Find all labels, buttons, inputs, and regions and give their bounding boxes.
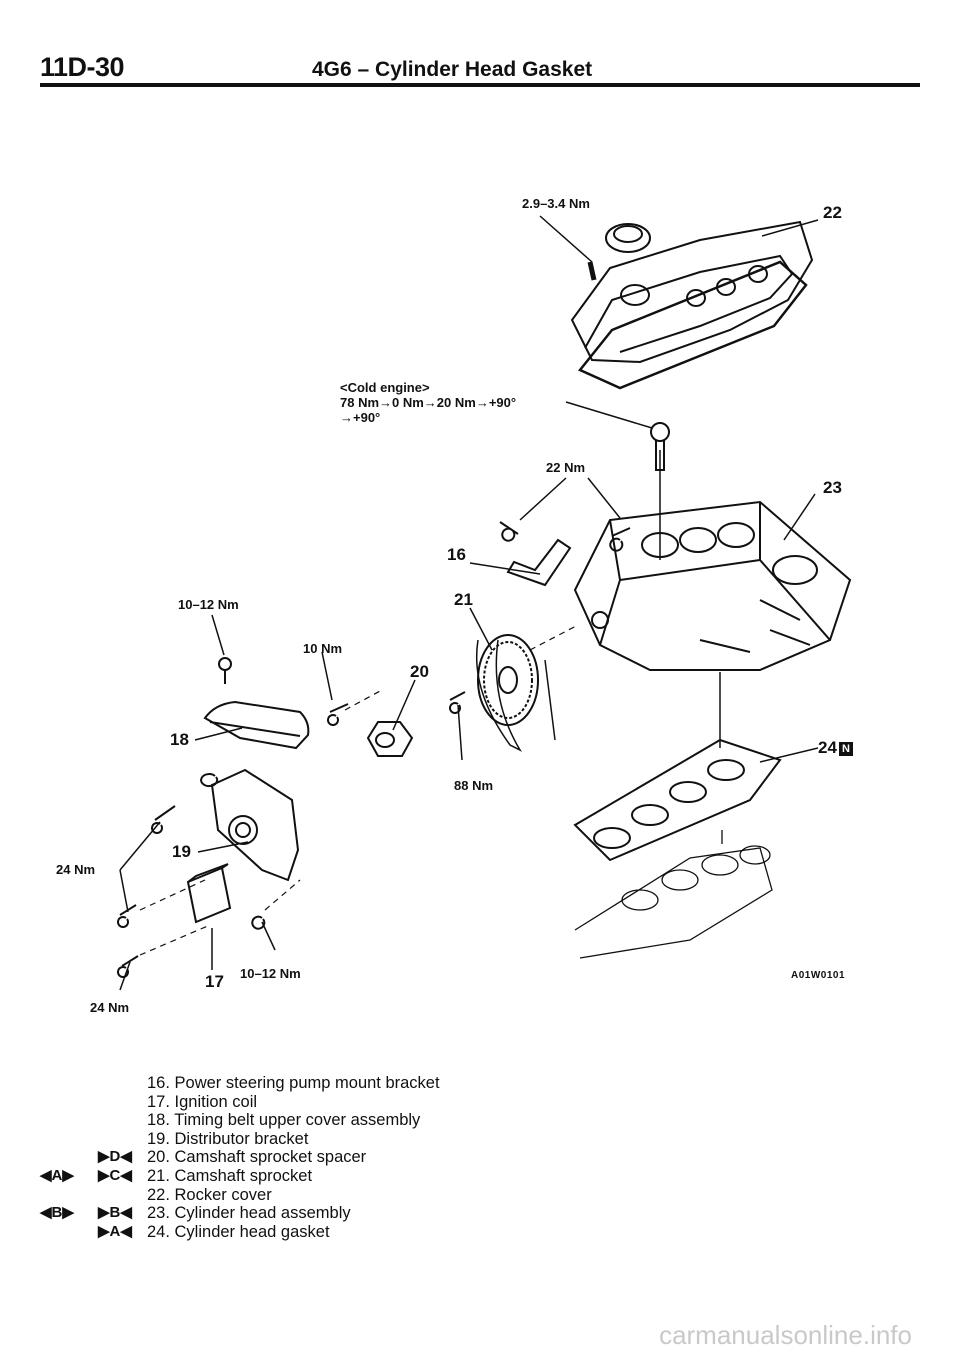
legend-text: 23. Cylinder head assembly — [147, 1204, 351, 1223]
spec-head-bolt-sequence: 78 Nm→0 Nm→20 Nm→+90° — [340, 395, 517, 410]
watermark: carmanualsonline.info — [659, 1320, 912, 1350]
legend-item: ▶A◀ 24. Cylinder head gasket — [40, 1223, 740, 1242]
legend-right-mark: ▶C◀ — [98, 1166, 132, 1184]
figure-code: A01W0101 — [791, 970, 846, 981]
legend-text: 18. Timing belt upper cover assembly — [147, 1111, 421, 1130]
parts-legend: 16. Power steering pump mount bracket 17… — [40, 1074, 740, 1241]
callout-24-number: 24 — [818, 738, 837, 757]
legend-text: 22. Rocker cover — [147, 1185, 272, 1204]
camshaft-sprocket-part — [449, 634, 556, 752]
callout-18: 18 — [170, 730, 189, 749]
legend-item: ▶D◀ 20. Camshaft sprocket spacer — [40, 1148, 740, 1167]
legend-item: 18. Timing belt upper cover assembly — [40, 1111, 740, 1130]
spec-distributor-upper: 24 Nm — [56, 862, 96, 877]
head-bolt-part — [650, 422, 670, 471]
legend-text: 17. Ignition coil — [147, 1092, 258, 1111]
legend-right-mark: ▶B◀ — [98, 1204, 132, 1222]
spec-cold-engine: <Cold engine> — [340, 380, 430, 395]
cylinder-head-part — [573, 500, 852, 671]
callout-20: 20 — [410, 662, 429, 681]
callout-22: 22 — [823, 203, 842, 222]
head-gasket-part — [573, 738, 782, 862]
callout-23: 23 — [823, 478, 842, 497]
sprocket-spacer-part — [327, 703, 414, 757]
pump-bracket-part — [499, 521, 631, 587]
legend-text: 20. Camshaft sprocket spacer — [147, 1148, 367, 1167]
legend-left-mark: ◀B▶ — [40, 1204, 74, 1222]
distributor-bracket-part — [151, 768, 300, 882]
callout-21: 21 — [454, 590, 473, 609]
legend-text: 21. Camshaft sprocket — [147, 1166, 313, 1185]
spec-rocker-cap: 2.9–3.4 Nm — [522, 196, 590, 211]
page-title: 4G6 – Cylinder Head Gasket — [312, 58, 593, 81]
ignition-coil-part — [117, 863, 266, 978]
legend-right-mark: ▶A◀ — [98, 1222, 132, 1240]
legend-text: 16. Power steering pump mount bracket — [147, 1074, 440, 1092]
legend-left-mark: ◀A▶ — [40, 1166, 74, 1184]
spec-distributor-lower: 24 Nm — [90, 1000, 130, 1015]
legend-item: ◀A▶ ▶C◀ 21. Camshaft sprocket — [40, 1167, 740, 1186]
legend-item: 22. Rocker cover — [40, 1186, 740, 1205]
spec-sprocket-bolt: 88 Nm — [454, 778, 494, 793]
spec-coil-bolt: 10–12 Nm — [240, 966, 301, 981]
spec-head-bolt-final: →+90° — [340, 410, 381, 425]
legend-item: 19. Distributor bracket — [40, 1130, 740, 1149]
page-number: 11D-30 — [40, 52, 125, 82]
legend-item: ◀B▶ ▶B◀ 23. Cylinder head assembly — [40, 1204, 740, 1223]
spec-spacer-bolt: 10 Nm — [303, 641, 343, 656]
spec-cover-bolt: 10–12 Nm — [178, 597, 239, 612]
header-rule — [40, 83, 920, 87]
timing-cover-part — [203, 657, 310, 750]
legend-item: 17. Ignition coil — [40, 1093, 740, 1112]
engine-block-part — [574, 830, 773, 959]
callout-17: 17 — [205, 972, 224, 991]
assembly-guides — [139, 624, 579, 956]
legend-text: 19. Distributor bracket — [147, 1129, 309, 1148]
legend-item: 16. Power steering pump mount bracket — [40, 1074, 740, 1093]
page-header: 11D-30 4G6 – Cylinder Head Gasket — [40, 52, 920, 92]
rocker-cover-part — [570, 220, 814, 390]
legend-right-mark: ▶D◀ — [98, 1148, 132, 1166]
exploded-diagram — [117, 215, 852, 991]
spec-bracket: 22 Nm — [546, 460, 586, 475]
legend-text: 24. Cylinder head gasket — [147, 1222, 330, 1241]
callout-16: 16 — [447, 545, 466, 564]
callout-19: 19 — [172, 842, 191, 861]
new-part-icon: N — [838, 742, 853, 756]
